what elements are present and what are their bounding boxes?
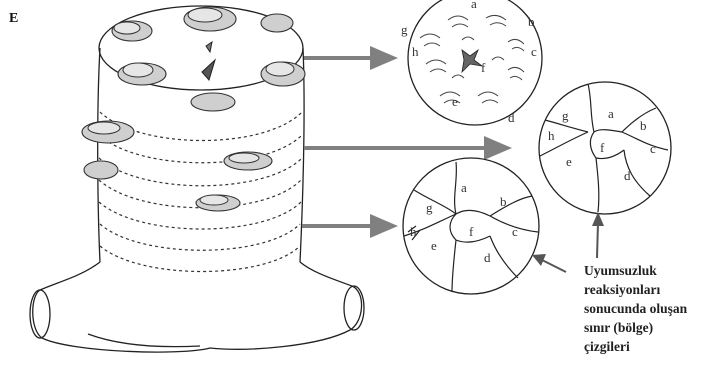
- fan-mark: [420, 34, 440, 46]
- fruiting-body-icon: [261, 14, 293, 32]
- fruiting-body-icon: [229, 153, 259, 163]
- fruiting-body-icon: [123, 63, 153, 77]
- trunk-base-roots: [33, 262, 362, 352]
- fan-mark: [426, 60, 446, 72]
- arrow-to-bottom-disc: [302, 214, 398, 238]
- disc-label: e: [566, 154, 572, 169]
- arrow-to-top-disc: [304, 46, 398, 70]
- disc-label: h: [412, 44, 419, 59]
- fruiting-body-icon: [191, 93, 235, 111]
- disc-label: b: [640, 118, 647, 133]
- disc-label: b: [528, 14, 535, 29]
- fan-mark: [486, 15, 506, 26]
- disc-label: h: [410, 224, 417, 239]
- disc-top: g a b h f c e d: [401, 0, 542, 125]
- fruiting-body-icon: [84, 161, 118, 179]
- disc-label: c: [531, 44, 537, 59]
- fan-mark: [452, 37, 504, 78]
- disc-label: a: [471, 0, 477, 11]
- disc-label: f: [481, 60, 486, 75]
- caption-line: sonucunda oluşan: [584, 301, 688, 316]
- disc-label: d: [508, 110, 515, 125]
- center-wedge: [206, 42, 212, 52]
- trunk-left-side: [98, 48, 100, 262]
- fan-mark: [508, 39, 524, 51]
- zone-line-caption: Uyumsuzluk reaksiyonları sonucunda oluşa…: [584, 263, 688, 354]
- caption-line: sınır (bölge): [584, 320, 653, 335]
- disc-label: d: [624, 168, 631, 183]
- fruiting-body-icon: [200, 195, 228, 205]
- pointer-to-bottom-disc: [532, 254, 566, 272]
- fruiting-body-icon: [114, 22, 140, 34]
- disc-label: g: [426, 200, 433, 215]
- caption-line: çizgileri: [584, 339, 630, 354]
- root-detail: [88, 334, 200, 347]
- disc-label: a: [461, 180, 467, 195]
- disc-label: e: [452, 94, 458, 109]
- disc-label: h: [548, 128, 555, 143]
- disc-label: f: [600, 140, 605, 155]
- disc-label: c: [512, 224, 518, 239]
- fruiting-bodies-top: [112, 7, 305, 111]
- disc-label: c: [650, 141, 656, 156]
- disc-label: f: [469, 224, 474, 239]
- section-line: [100, 224, 300, 250]
- disc-label: e: [431, 238, 437, 253]
- disc-label: g: [562, 108, 569, 123]
- disc-label: a: [608, 106, 614, 121]
- fan-mark: [448, 16, 468, 27]
- center-star: [462, 50, 482, 72]
- fruiting-bodies-side: [82, 121, 272, 211]
- fruiting-body-icon: [188, 8, 222, 22]
- disc-label: g: [401, 22, 408, 37]
- fruiting-body-icon: [88, 122, 120, 134]
- arrow-to-right-disc: [304, 136, 512, 160]
- disc-bottom: g a b h f c e d: [403, 158, 539, 294]
- section-line: [100, 246, 300, 272]
- center-wedge: [202, 60, 215, 80]
- pointer-to-right-disc: [592, 212, 604, 258]
- disc-right: g a b h c f e d: [539, 82, 671, 214]
- caption-line: reaksiyonları: [584, 282, 661, 297]
- disc-label: d: [484, 250, 491, 265]
- panel-letter: E: [9, 11, 18, 26]
- fruiting-body-icon: [266, 62, 294, 76]
- fan-mark: [508, 67, 524, 80]
- disc-label: b: [500, 194, 507, 209]
- caption-line: Uyumsuzluk: [584, 263, 657, 278]
- fan-mark: [478, 92, 498, 103]
